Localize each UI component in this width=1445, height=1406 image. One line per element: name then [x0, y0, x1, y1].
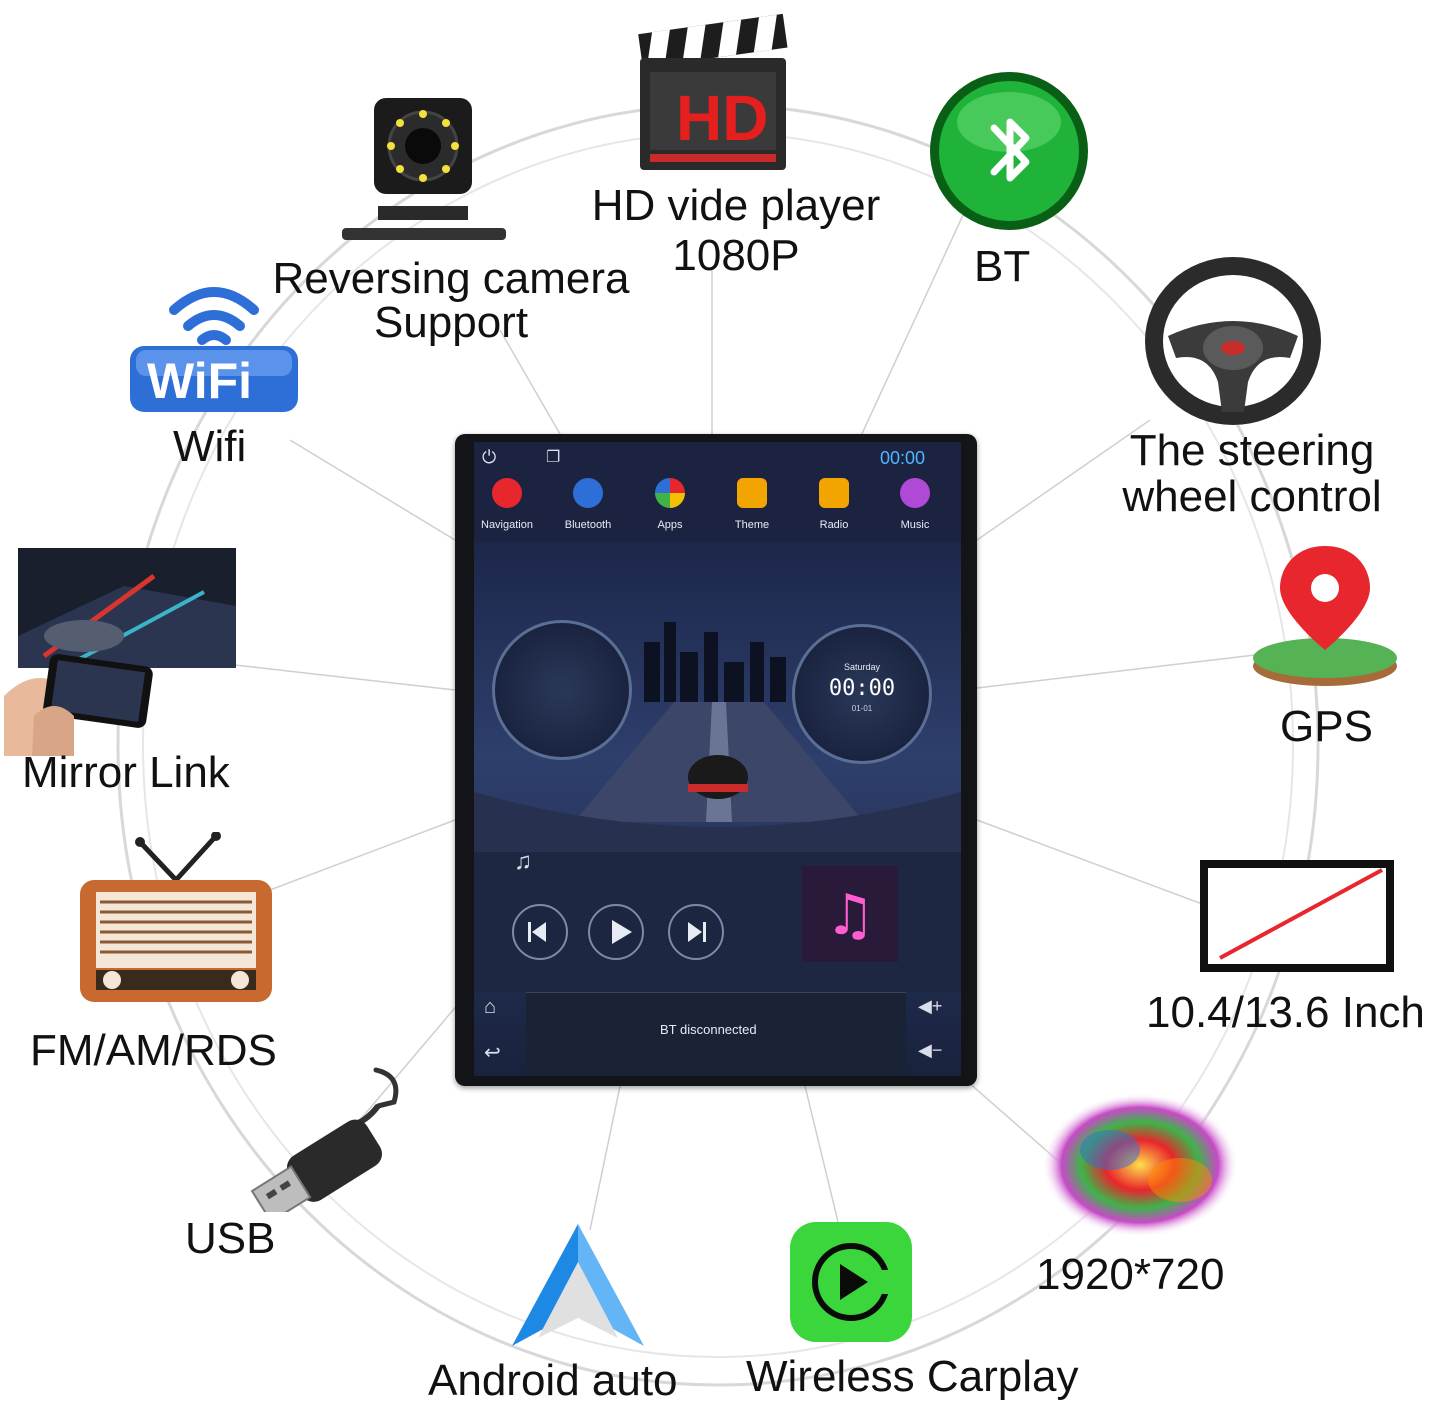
carplay-label: Wireless Carplay — [746, 1352, 1079, 1401]
app-apps-label: Apps — [657, 519, 683, 531]
home-icon[interactable]: ⌂ — [484, 996, 497, 1018]
gps-pin-icon — [1253, 546, 1397, 686]
volume-up-icon[interactable]: ◀+ — [918, 996, 943, 1016]
clock-time: 00:00 — [828, 676, 896, 701]
bt-status-bar — [526, 992, 906, 1076]
hd-player-line-2: 1080P — [672, 231, 800, 280]
camera-icon — [342, 98, 506, 240]
navigation-icon — [492, 478, 522, 508]
wifi-label: Wifi — [173, 422, 247, 471]
app-navigation[interactable]: Navigation — [474, 478, 548, 531]
clapperboard-icon — [638, 13, 788, 170]
radio-icon — [80, 832, 272, 1002]
music-app-icon — [900, 478, 930, 508]
hd-badge-label: HD — [676, 82, 769, 154]
android-auto-icon — [512, 1224, 644, 1346]
clock-date: 01-01 — [851, 704, 873, 713]
steering-line-2: wheel control — [1122, 472, 1382, 521]
reversing-camera-line-2: Support — [373, 298, 529, 347]
hd-player-label: HD vide player 1080P — [592, 183, 881, 279]
resolution-label: 1920*720 — [1036, 1250, 1225, 1299]
usb-icon — [250, 1067, 399, 1212]
app-bluetooth-label: Bluetooth — [564, 519, 612, 531]
bt-label: BT — [974, 242, 1031, 291]
app-theme[interactable]: Theme — [711, 478, 793, 531]
mirror-link-icon — [4, 548, 236, 756]
hd-player-line-1: HD vide player — [591, 181, 881, 230]
steering-line-1: The steering — [1129, 426, 1375, 475]
steering-label: The steering wheel control — [1122, 428, 1381, 520]
volume-down-icon[interactable]: ◀− — [918, 1040, 943, 1060]
wifi-badge-label: WiFi — [147, 353, 253, 409]
screen-size-icon — [1200, 860, 1394, 972]
apps-icon — [655, 478, 685, 508]
playback-glyphs — [528, 920, 706, 944]
bluetooth-icon — [930, 72, 1088, 230]
steering-wheel-icon — [1145, 257, 1321, 425]
reversing-camera-label: Reversing camera Support — [272, 256, 629, 346]
mirror-link-label: Mirror Link — [22, 748, 230, 797]
clock-day: Saturday — [843, 662, 881, 672]
gps-label: GPS — [1280, 702, 1373, 751]
app-apps[interactable]: Apps — [629, 478, 711, 531]
clock-gauge — [792, 624, 932, 764]
app-navigation-label: Navigation — [481, 519, 533, 531]
radio-app-icon — [819, 478, 849, 508]
app-bluetooth[interactable]: Bluetooth — [547, 478, 629, 531]
back-icon[interactable]: ↩ — [484, 1042, 501, 1064]
screen-size-label: 10.4/13.6 Inch — [1146, 988, 1425, 1037]
app-theme-label: Theme — [734, 519, 770, 531]
color-burst-icon — [1042, 1093, 1238, 1237]
status-time: 00:00 — [879, 448, 925, 468]
bt-status-text: BT disconnected — [660, 1022, 757, 1037]
music-note-icon: ♫ — [514, 848, 532, 875]
android-auto-label: Android auto — [428, 1356, 678, 1405]
recent-apps-icon[interactable]: ❐ — [546, 449, 561, 466]
app-music[interactable]: Music — [874, 478, 956, 531]
wifi-icon — [130, 287, 298, 412]
reversing-camera-line-1: Reversing camera — [272, 254, 630, 303]
speed-gauge — [492, 620, 632, 760]
usb-label: USB — [185, 1214, 276, 1263]
power-icon[interactable]: ⏻ — [482, 447, 497, 467]
bluetooth-app-icon — [573, 478, 603, 508]
app-music-label: Music — [900, 519, 930, 531]
theme-icon — [737, 478, 767, 508]
app-radio[interactable]: Radio — [793, 478, 875, 531]
carplay-icon — [790, 1222, 912, 1342]
head-unit-screen: ♫ ⏻ ❐ 00:00 Navigation Bluetooth Apps Th… — [474, 442, 961, 1076]
app-radio-label: Radio — [819, 519, 849, 531]
svg-text:♫: ♫ — [825, 883, 875, 948]
fm-label: FM/AM/RDS — [30, 1026, 277, 1075]
